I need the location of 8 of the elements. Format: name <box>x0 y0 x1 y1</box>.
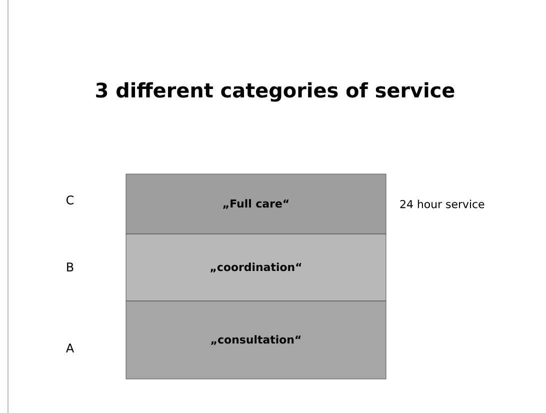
level-letter: C <box>66 195 74 205</box>
title: 3 different categories of service <box>96 82 454 102</box>
side-note: 24 hour service <box>400 200 484 208</box>
category-band: „Full care“ <box>126 174 386 234</box>
category-band: „consultation“ <box>126 300 386 380</box>
category-band: „coordination“ <box>126 234 386 302</box>
level-letter: A <box>66 344 74 352</box>
level-letter: B <box>67 262 74 272</box>
